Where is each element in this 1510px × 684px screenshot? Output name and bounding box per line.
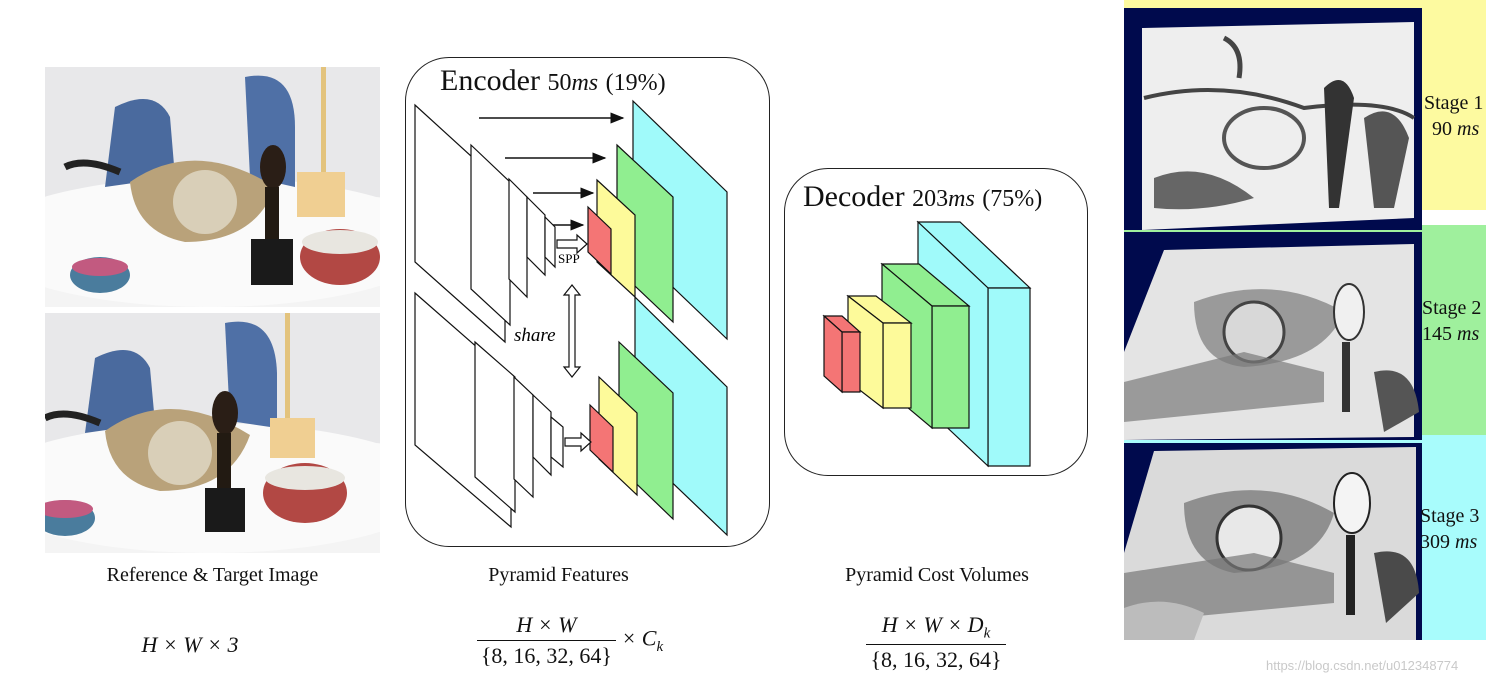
encoder-top-plane-2 (470, 143, 511, 327)
image-dims-formula: H × W × 3 (90, 632, 290, 658)
features-fraction: H × W {8, 16, 32, 64} (476, 612, 616, 669)
encoder-top-feature-red (587, 205, 612, 276)
encoder-title: Encoder 50ms (19%) (440, 64, 666, 98)
images-caption: Reference & Target Image (106, 564, 319, 586)
decoder-percent: (75%) (982, 186, 1043, 212)
encoder-time-unit: ms (571, 70, 599, 96)
decoder-cuboid-red (823, 314, 843, 394)
share-arrow (562, 284, 582, 378)
stage-3-label: Stage 3 309 ms (1420, 503, 1479, 555)
share-label: share (514, 325, 556, 346)
features-subscript: k (656, 638, 664, 655)
encoder-top-plane-4 (526, 195, 546, 277)
cost-fraction-num: H × W × Dk (866, 612, 1006, 646)
encoder-bottom-plane-3 (513, 375, 534, 499)
features-caption: Pyramid Features (488, 564, 629, 586)
encoder-time: 50ms (547, 70, 598, 96)
stage-2-time-value: 145 (1422, 323, 1452, 345)
stage-3-name: Stage 3 (1420, 505, 1480, 527)
spp-arrow (556, 233, 588, 255)
reference-image (45, 67, 380, 307)
cost-volumes-caption: Pyramid Cost Volumes (845, 564, 1029, 586)
cost-num-text: H × W × D (881, 612, 984, 637)
watermark: https://blog.csdn.net/u012348774 (1266, 658, 1459, 673)
encoder-bottom-plane-2 (474, 340, 516, 514)
decoder-time-value: 203 (912, 186, 949, 212)
cost-fraction: H × W × Dk {8, 16, 32, 64} (866, 612, 1006, 673)
features-suffix: × C (621, 625, 657, 651)
encoder-top-plane-5 (544, 215, 556, 269)
cost-fraction-den: {8, 16, 32, 64} (870, 647, 1002, 673)
decoder-time-unit: ms (948, 186, 975, 212)
stage-2-label: Stage 2 145 ms (1422, 295, 1481, 347)
stage-1-label: Stage 1 90 ms (1424, 90, 1483, 142)
encoder-diagram: SPP share (414, 99, 728, 537)
stage-2-time: 145 ms (1422, 321, 1481, 347)
stage-3-time: 309 ms (1420, 529, 1479, 555)
cost-formula: H × W × Dk {8, 16, 32, 64} (808, 612, 1064, 673)
decoder-time: 203ms (912, 186, 975, 212)
stage-3-time-value: 309 (1420, 531, 1450, 553)
encoder-bottom-feature-red (589, 403, 614, 474)
encoder-title-text: Encoder (440, 64, 540, 97)
encoder-bottom-plane-5 (550, 415, 564, 469)
stage-1-disparity-map (1124, 8, 1422, 230)
encoder-time-value: 50 (547, 70, 572, 96)
target-image (45, 313, 380, 553)
features-fraction-den: {8, 16, 32, 64} (480, 643, 612, 668)
stage-3-disparity-map (1124, 443, 1422, 640)
stage-3-time-unit: ms (1455, 531, 1478, 553)
decoder-title: Decoder 203ms (75%) (803, 180, 1042, 214)
stage-2-disparity-map (1124, 232, 1422, 440)
features-fraction-num: H × W (476, 612, 616, 641)
spp-arrow-bottom (564, 431, 592, 453)
stage-2-time-unit: ms (1457, 323, 1480, 345)
image-dims-text: H × W × 3 (141, 632, 239, 657)
encoder-percent: (19%) (605, 70, 666, 96)
stage-2-name: Stage 2 (1422, 297, 1482, 319)
spp-label: SPP (558, 251, 580, 266)
stage-1-time-unit: ms (1457, 118, 1480, 140)
encoder-top-plane-3 (508, 177, 528, 299)
stage-1-name: Stage 1 (1424, 92, 1484, 114)
decoder-title-text: Decoder (803, 180, 905, 213)
stage-1-time-value: 90 (1432, 118, 1452, 140)
encoder-bottom-plane-4 (532, 393, 552, 477)
cost-subscript: k (983, 625, 991, 642)
stage-1-time: 90 ms (1424, 116, 1483, 142)
features-formula: H × W {8, 16, 32, 64} × Ck (440, 612, 700, 669)
decoder-diagram (822, 220, 1032, 468)
